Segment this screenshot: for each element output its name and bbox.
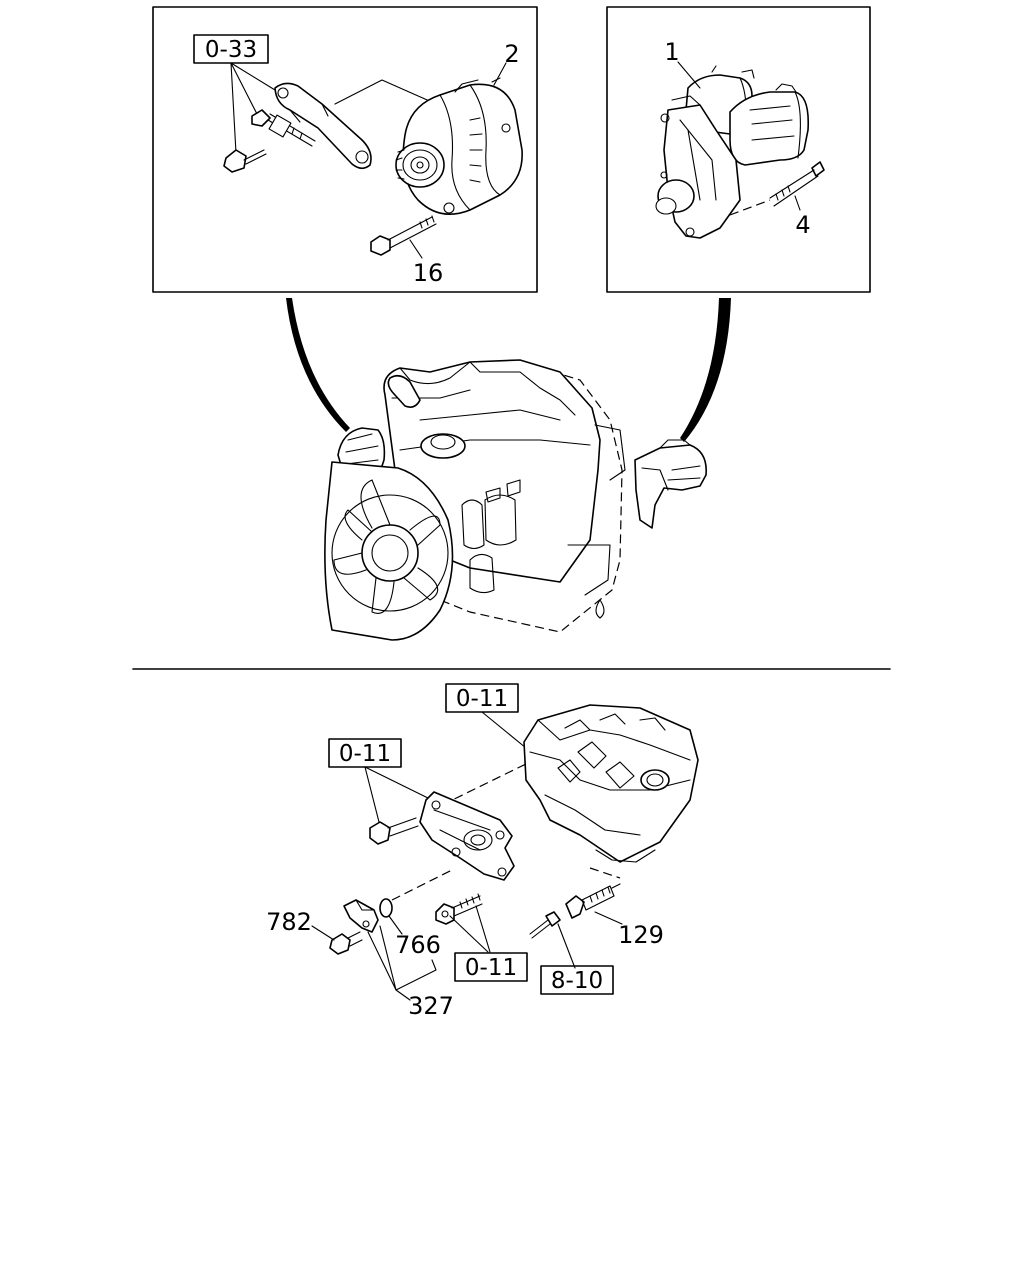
o-ring-leader — [388, 915, 403, 935]
housing-bolt-ref-leaders — [364, 766, 433, 827]
starter-callout: 1 — [664, 38, 679, 66]
starter-leader — [677, 61, 701, 89]
housing-to-head-dash — [441, 761, 531, 806]
lower-assembly: 0-11 0-11 — [266, 683, 699, 1020]
o-ring — [379, 898, 393, 918]
bracket-bolt-upper — [251, 109, 316, 147]
bracket-ref-text: 0-33 — [205, 37, 257, 63]
alternator-bolt-leader — [409, 239, 423, 259]
stud-ref-leaders — [449, 905, 491, 953]
temperature-sensor-callout: 129 — [618, 921, 664, 949]
alternator-long-bolt — [370, 215, 437, 256]
starter-panel: 1 4 — [606, 6, 871, 293]
outlet-housing — [419, 791, 515, 881]
engine-assembly — [324, 359, 707, 641]
starter-bolt-callout: 4 — [795, 211, 810, 239]
temperature-sensor-leader — [594, 911, 623, 925]
housing-bolt-ref-box[interactable]: 0-11 — [328, 738, 402, 768]
sender-ref-box[interactable]: 8-10 — [540, 965, 614, 995]
starter-stud-bolt — [769, 161, 825, 207]
cylinder-head-ref-leader — [481, 711, 527, 749]
bracket-to-alternator-line — [334, 79, 435, 105]
oring-to-housing-dash — [391, 869, 453, 901]
stud-and-nut — [435, 893, 483, 925]
cylinder-head — [523, 704, 699, 863]
alternator-pointer-arrow — [286, 298, 350, 432]
alternator-callout: 2 — [504, 40, 519, 68]
alternator-leader — [493, 62, 507, 86]
cylinder-head-ref-box[interactable]: 0-11 — [445, 683, 519, 713]
sensor-to-head-dash — [589, 867, 621, 879]
sensor-bolt — [329, 931, 363, 955]
housing-bolt-ref-text: 0-11 — [339, 741, 391, 767]
sensor-bolt-leader — [311, 925, 335, 941]
starter-bolt-leader — [794, 195, 801, 211]
sensor-bolt-callout: 782 — [266, 908, 312, 936]
alternator-panel: 0-33 — [152, 6, 538, 293]
starter-panel-frame — [606, 6, 871, 293]
o-ring-callout: 766 — [395, 931, 441, 959]
sender-leader — [557, 923, 576, 969]
starter-motor — [655, 65, 810, 239]
cylinder-head-ref-text: 0-11 — [456, 686, 508, 712]
bracket-bolt-lower — [223, 149, 267, 173]
starter-pointer-arrow — [680, 298, 731, 442]
alternator-panel-frame — [152, 6, 538, 293]
stud-ref-box[interactable]: 0-11 — [454, 952, 528, 982]
alternator-bolt-callout: 16 — [413, 259, 444, 287]
starter-bolt-dash — [729, 199, 771, 216]
alternator — [395, 77, 523, 216]
sender-ref-text: 8-10 — [551, 968, 603, 994]
sensor-kit-leaders — [367, 925, 437, 1001]
sensor-kit-callout: 327 — [408, 992, 454, 1020]
temperature-sender — [529, 911, 561, 939]
stud-ref-text: 0-11 — [465, 955, 517, 981]
position-sensor — [343, 899, 379, 933]
bracket-ref-box[interactable]: 0-33 — [193, 34, 269, 64]
housing-bolt — [369, 817, 419, 845]
adjusting-bracket — [274, 82, 372, 170]
temperature-sensor — [565, 883, 621, 919]
bracket-ref-leaders — [230, 62, 276, 154]
